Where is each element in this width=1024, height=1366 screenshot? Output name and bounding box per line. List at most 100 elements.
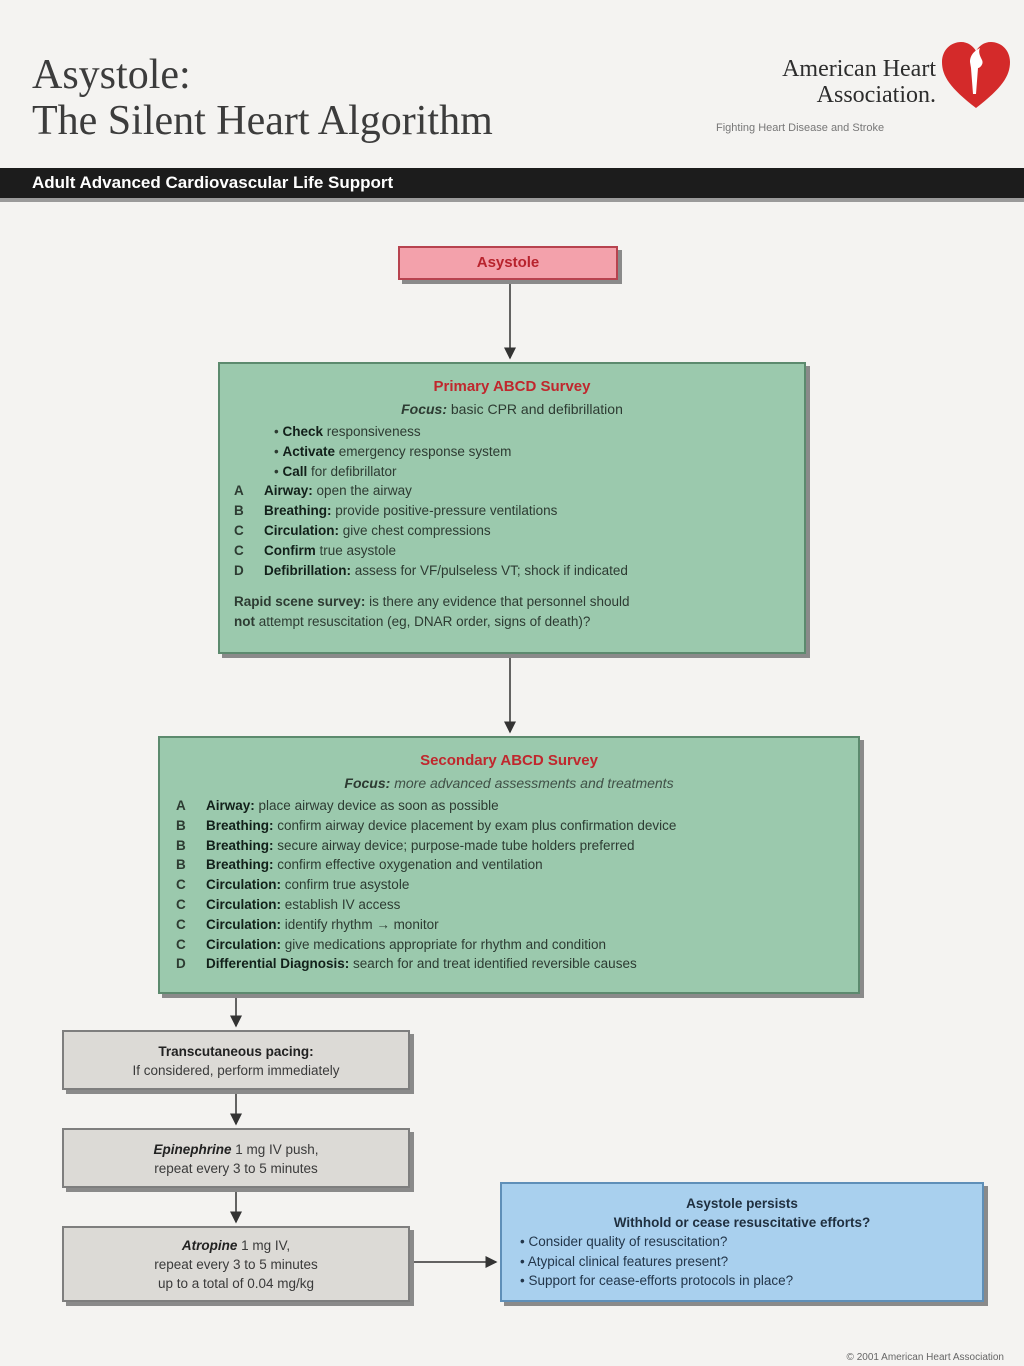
rapid-survey-text: is there any evidence that personnel sho… <box>369 594 630 610</box>
step-letter: B <box>176 837 186 853</box>
primary-bullet-text: responsiveness <box>326 424 421 439</box>
step-label: Defibrillation: <box>264 562 351 578</box>
step-letter: C <box>176 916 186 932</box>
asystole-persists-box: Asystole persists Withhold or cease resu… <box>500 1182 984 1302</box>
heart-torch-logo-icon <box>942 42 1010 108</box>
step-text: establish IV access <box>284 896 401 912</box>
secondary-step: D Differential Diagnosis: search for and … <box>176 954 842 974</box>
step-letter: A <box>176 798 186 813</box>
epinephrine-drug: Epinephrine <box>153 1142 232 1157</box>
step-label: Circulation: <box>206 936 282 952</box>
secondary-focus: Focus: more advanced assessments and tre… <box>176 772 842 794</box>
step-letter: B <box>234 503 244 519</box>
pacing-label: Transcutaneous pacing: <box>158 1044 314 1059</box>
step-letter: C <box>176 877 186 893</box>
primary-bullets: • Check responsiveness • Activate emerge… <box>274 422 790 481</box>
organization-name: American Heart Association. <box>782 56 936 108</box>
step-text: true asystole <box>319 542 397 558</box>
persists-question: Withhold or cease resuscitative efforts? <box>613 1215 871 1230</box>
step-letter: C <box>176 896 186 912</box>
secondary-survey-box: Secondary ABCD Survey Focus: more advanc… <box>158 736 860 994</box>
atropine-drug: Atropine <box>181 1238 238 1253</box>
primary-bullet-bold: Activate <box>282 443 336 459</box>
step-text: assess for VF/pulseless VT; shock if ind… <box>354 562 628 578</box>
persists-bullet-text: Support for cease-efforts protocols in p… <box>528 1273 794 1288</box>
primary-focus-text: basic CPR and defibrillation <box>450 401 623 417</box>
primary-step: D Defibrillation: assess for VF/pulseless… <box>234 561 790 581</box>
atropine-repeat: repeat every 3 to 5 minutes <box>154 1257 318 1272</box>
primary-survey-box: Primary ABCD Survey Focus: basic CPR and… <box>218 362 806 654</box>
step-text: confirm effective oxygenation and ventil… <box>277 857 543 873</box>
primary-focus-label: Focus: <box>401 401 447 417</box>
step-text: identify rhythm → monitor <box>284 916 439 932</box>
step-letter: B <box>176 817 186 833</box>
step-letter: C <box>234 542 244 558</box>
title-line-1: Asystole: <box>32 52 191 98</box>
persists-bullet-text: Consider quality of resuscitation? <box>528 1234 728 1249</box>
step-label: Breathing: <box>206 837 274 853</box>
persists-bullet: • Consider quality of resuscitation? <box>520 1234 728 1249</box>
secondary-step: C Circulation: identify rhythm → monitor <box>176 915 842 935</box>
secondary-step: B Breathing: confirm airway device placem… <box>176 816 842 836</box>
page-title: Asystole: The Silent Heart Algorithm <box>32 52 493 144</box>
pacing-text: If considered, perform immediately <box>132 1063 340 1078</box>
step-letter: D <box>176 956 186 972</box>
organization-name-line-2: Association. <box>816 82 936 108</box>
step-label: Circulation: <box>206 896 282 912</box>
step-text: confirm true asystole <box>284 877 410 893</box>
step-letter: B <box>176 857 186 873</box>
title-line-2: The Silent Heart Algorithm <box>32 98 493 144</box>
step-label: Breathing: <box>206 857 274 873</box>
primary-bullet-text: for defibrillator <box>311 463 397 479</box>
step-text: open the airway <box>316 483 412 499</box>
primary-bullet-bold: Check <box>282 424 324 439</box>
epinephrine-dose: 1 mg IV push, <box>235 1142 319 1157</box>
step-label: Differential Diagnosis: <box>206 956 350 972</box>
subtitle-banner: Adult Advanced Cardiovascular Life Suppo… <box>0 168 1024 202</box>
step-text: confirm airway device placement by exam … <box>277 817 677 833</box>
step-label: Circulation: <box>206 916 282 932</box>
copyright-text: © 2001 American Heart Association <box>846 1352 1004 1363</box>
primary-bullet-item: • Call for defibrillator <box>274 463 397 479</box>
secondary-focus-label: Focus: <box>344 775 391 791</box>
step-letter: C <box>234 522 244 538</box>
epinephrine-box: Epinephrine 1 mg IV push, repeat every 3… <box>62 1128 410 1188</box>
primary-survey-title: Primary ABCD Survey <box>433 378 591 395</box>
persists-bullet: • Support for cease-efforts protocols in… <box>520 1273 794 1288</box>
epinephrine-repeat: repeat every 3 to 5 minutes <box>154 1161 318 1176</box>
rapid-survey-text-2: attempt resuscitation (eg, DNAR order, s… <box>258 614 591 630</box>
step-text: search for and treat identified reversib… <box>353 956 637 972</box>
persists-heading: Asystole persists <box>686 1196 798 1211</box>
step-label: Airway: <box>264 483 313 499</box>
step-letter: D <box>234 562 244 578</box>
step-label: Circulation: <box>264 522 340 538</box>
step-label: Breathing: <box>206 817 274 833</box>
asystole-start-box: Asystole <box>398 246 618 280</box>
rapid-survey-label: Rapid scene survey: <box>234 594 366 610</box>
step-text: place airway device as soon as possible <box>258 798 499 813</box>
organization-name-line-1: American Heart <box>782 56 936 82</box>
rapid-survey-not: not <box>234 614 255 630</box>
atropine-max: up to a total of 0.04 mg/kg <box>157 1276 315 1291</box>
primary-bullet-item: • Activate emergency response system <box>274 443 512 459</box>
asystole-start-label: Asystole <box>476 254 540 271</box>
secondary-survey-title: Secondary ABCD Survey <box>420 752 598 769</box>
primary-bullet-text: emergency response system <box>338 443 512 459</box>
step-label: Breathing: <box>264 503 332 519</box>
step-letter: C <box>176 936 186 952</box>
step-label: Confirm <box>264 542 316 558</box>
banner-text: Adult Advanced Cardiovascular Life Suppo… <box>32 173 394 192</box>
persists-bullet: • Atypical clinical features present? <box>520 1253 729 1269</box>
secondary-step: C Circulation: establish IV access <box>176 895 842 915</box>
organization-tagline: Fighting Heart Disease and Stroke <box>716 122 885 134</box>
transcutaneous-pacing-box: Transcutaneous pacing: If considered, pe… <box>62 1030 410 1090</box>
